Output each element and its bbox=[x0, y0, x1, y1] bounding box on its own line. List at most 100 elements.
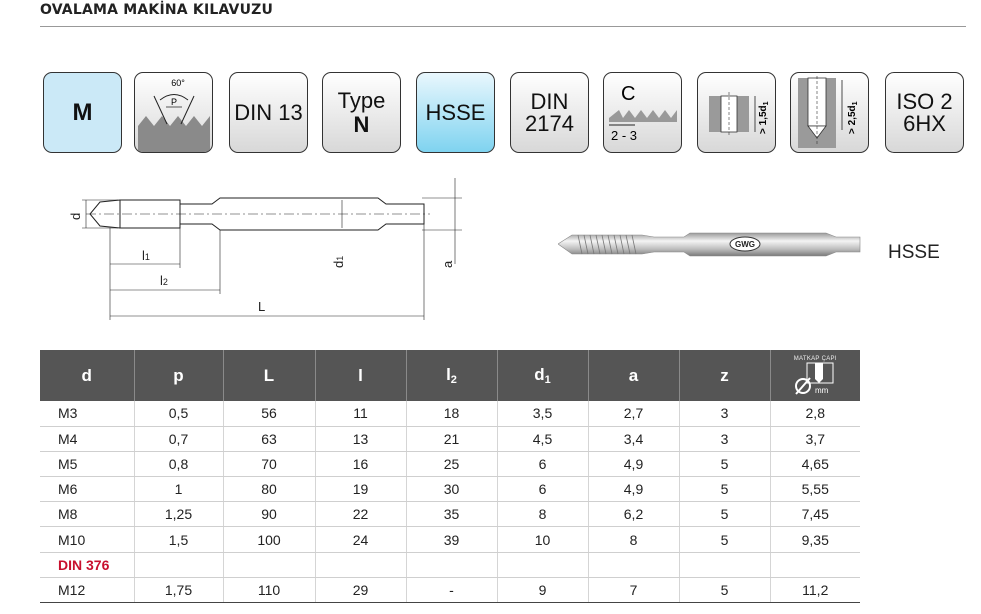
table-cell: 16 bbox=[315, 451, 407, 478]
table-cell: 0,8 bbox=[134, 451, 224, 478]
col-header-d: d bbox=[40, 350, 135, 401]
table-cell: M6 bbox=[40, 476, 135, 503]
table-cell: M10 bbox=[40, 526, 135, 553]
table-cell: 4,65 bbox=[770, 451, 860, 478]
table-cell: 3 bbox=[679, 426, 771, 452]
table-cell: 2,7 bbox=[588, 401, 680, 427]
table-cell: 2,8 bbox=[770, 401, 860, 427]
chamfer-c-label: C bbox=[621, 83, 635, 105]
material-label: HSSE bbox=[425, 99, 486, 125]
table-cell: 13 bbox=[315, 426, 407, 452]
table-cell: 39 bbox=[406, 526, 498, 553]
table-cell: 3,5 bbox=[497, 401, 589, 427]
chamfer-badge: C 2 - 3 bbox=[603, 72, 682, 153]
iso-line2: 6HX bbox=[903, 110, 946, 136]
table-cell: 63 bbox=[223, 426, 316, 452]
table-cell: 1,25 bbox=[134, 501, 224, 528]
dim-a: a bbox=[440, 260, 455, 268]
through-hole-badge: > 1,5d1 bbox=[697, 72, 776, 153]
table-cell: 3 bbox=[679, 401, 771, 427]
dim-d1: d1 bbox=[331, 256, 346, 268]
table-cell: 18 bbox=[406, 401, 498, 427]
col-header-L: L bbox=[223, 350, 316, 401]
table-cell: - bbox=[406, 577, 498, 604]
table-cell: 24 bbox=[315, 526, 407, 553]
table-cell: 6,2 bbox=[588, 501, 680, 528]
table-cell: 4,9 bbox=[588, 451, 680, 478]
table-cell: 5 bbox=[679, 501, 771, 528]
table-cell: 6 bbox=[497, 451, 589, 478]
table-cell: 9,35 bbox=[770, 526, 860, 553]
table-cell: 4,9 bbox=[588, 476, 680, 503]
table-cell: 4,5 bbox=[497, 426, 589, 452]
col-header-d1: d1 bbox=[497, 350, 589, 401]
table-cell: 0,5 bbox=[134, 401, 224, 427]
din13-label: DIN 13 bbox=[234, 99, 303, 125]
col-header-a: a bbox=[588, 350, 680, 401]
through-depth-label: > 1,5d1 bbox=[758, 101, 770, 134]
brand-logo: GWG bbox=[735, 240, 755, 249]
metric-thread-badge: M bbox=[43, 72, 122, 153]
blind-depth-label: > 2,5d1 bbox=[847, 101, 859, 134]
blind-hole-icon: > 2,5d1 bbox=[797, 75, 859, 148]
table-cell: 5,55 bbox=[770, 476, 860, 503]
table-cell: 110 bbox=[223, 577, 316, 604]
product-image: GWG bbox=[558, 232, 861, 257]
thread-pitch-label: P bbox=[170, 97, 176, 107]
col-header-l2: l2 bbox=[406, 350, 498, 401]
chamfer-icon: C 2 - 3 bbox=[608, 83, 677, 143]
table-cell: 22 bbox=[315, 501, 407, 528]
col-header-p: p bbox=[134, 350, 224, 401]
col-header-z: z bbox=[679, 350, 771, 401]
col-header-drill: MATKAP ÇAPI mm bbox=[770, 350, 860, 401]
iso-line1: ISO 2 bbox=[896, 88, 953, 114]
material-badge: HSSE bbox=[416, 72, 495, 153]
table-cell: 11,2 bbox=[770, 577, 860, 604]
dim-l2: l2 bbox=[160, 273, 168, 288]
table-cell: 1,5 bbox=[134, 526, 224, 553]
table-cell: 5 bbox=[679, 476, 771, 503]
table-cell: 8 bbox=[588, 526, 680, 553]
din13-badge: DIN 13 bbox=[229, 72, 308, 153]
dim-L: L bbox=[258, 299, 265, 314]
table-cell: 5 bbox=[679, 451, 771, 478]
table-cell: 1 bbox=[134, 476, 224, 503]
table-cell: 5 bbox=[679, 526, 771, 553]
table-cell: 3,4 bbox=[588, 426, 680, 452]
metric-thread-label: M bbox=[72, 98, 93, 126]
table-cell: M12 bbox=[40, 577, 135, 604]
product-material-label: HSSE bbox=[888, 242, 940, 263]
dim-d: d bbox=[68, 213, 83, 220]
table-cell: 30 bbox=[406, 476, 498, 503]
table-cell: M8 bbox=[40, 501, 135, 528]
type-badge: Type N bbox=[322, 72, 401, 153]
table-cell: 8 bbox=[497, 501, 589, 528]
table-cell: 35 bbox=[406, 501, 498, 528]
table-cell: 7,45 bbox=[770, 501, 860, 528]
col-header-l: l bbox=[315, 350, 407, 401]
thread-profile-icon: 60° P bbox=[137, 78, 210, 152]
dim-l1: l1 bbox=[142, 248, 150, 263]
table-cell: 3,7 bbox=[770, 426, 860, 452]
chamfer-range-label: 2 - 3 bbox=[611, 128, 637, 143]
table-cell: M4 bbox=[40, 426, 135, 452]
table-header-row: d p L l l2 d1 a z MATKAP ÇAPI mm bbox=[40, 350, 860, 401]
table-cell: 6 bbox=[497, 476, 589, 503]
table-cell: 1,75 bbox=[134, 577, 224, 604]
type-label: Type bbox=[337, 87, 386, 113]
section-label: DIN 376 bbox=[40, 552, 135, 578]
table-section-row: DIN 376 bbox=[40, 552, 860, 578]
through-hole-icon: > 1,5d1 bbox=[708, 91, 770, 136]
drill-diameter-icon: mm bbox=[795, 362, 834, 395]
table-cell: 25 bbox=[406, 451, 498, 478]
iso-badge: ISO 2 6HX bbox=[885, 72, 964, 153]
table-cell: 10 bbox=[497, 526, 589, 553]
thread-angle-label: 60° bbox=[171, 78, 185, 88]
table-cell: 19 bbox=[315, 476, 407, 503]
blind-hole-badge: > 2,5d1 bbox=[790, 72, 869, 153]
